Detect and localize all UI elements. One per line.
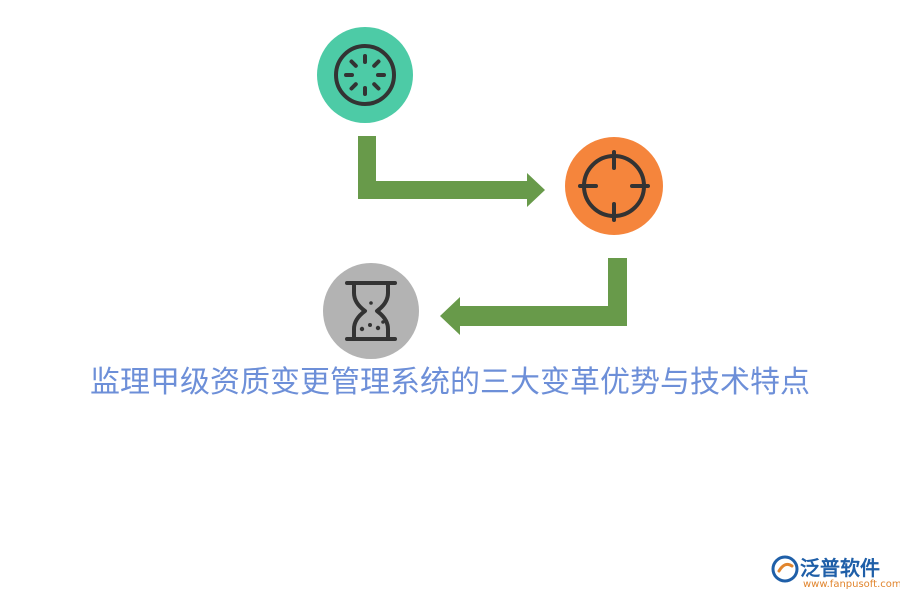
- arrow-connector-2: [440, 258, 627, 335]
- speed-dial-icon: [334, 44, 396, 106]
- brand-url: www.fanpusoft.com: [803, 579, 900, 590]
- node-hourglass: [323, 263, 419, 359]
- diagram-title: 监理甲级资质变更管理系统的三大变革优势与技术特点: [90, 365, 810, 400]
- node-circle: [317, 27, 413, 123]
- arrow-connector-1: [358, 136, 545, 207]
- target-crosshair-icon: [578, 150, 650, 222]
- brand-name: 泛普软件: [800, 556, 880, 580]
- brand-watermark: 泛普软件 www.fanpusoft.com: [770, 552, 900, 596]
- node-circle: [565, 137, 663, 235]
- fanpu-logo-icon: [771, 555, 799, 583]
- node-speed-dial: [317, 27, 413, 123]
- node-circle: [323, 263, 419, 359]
- node-target: [565, 137, 663, 235]
- hourglass-icon: [345, 281, 397, 341]
